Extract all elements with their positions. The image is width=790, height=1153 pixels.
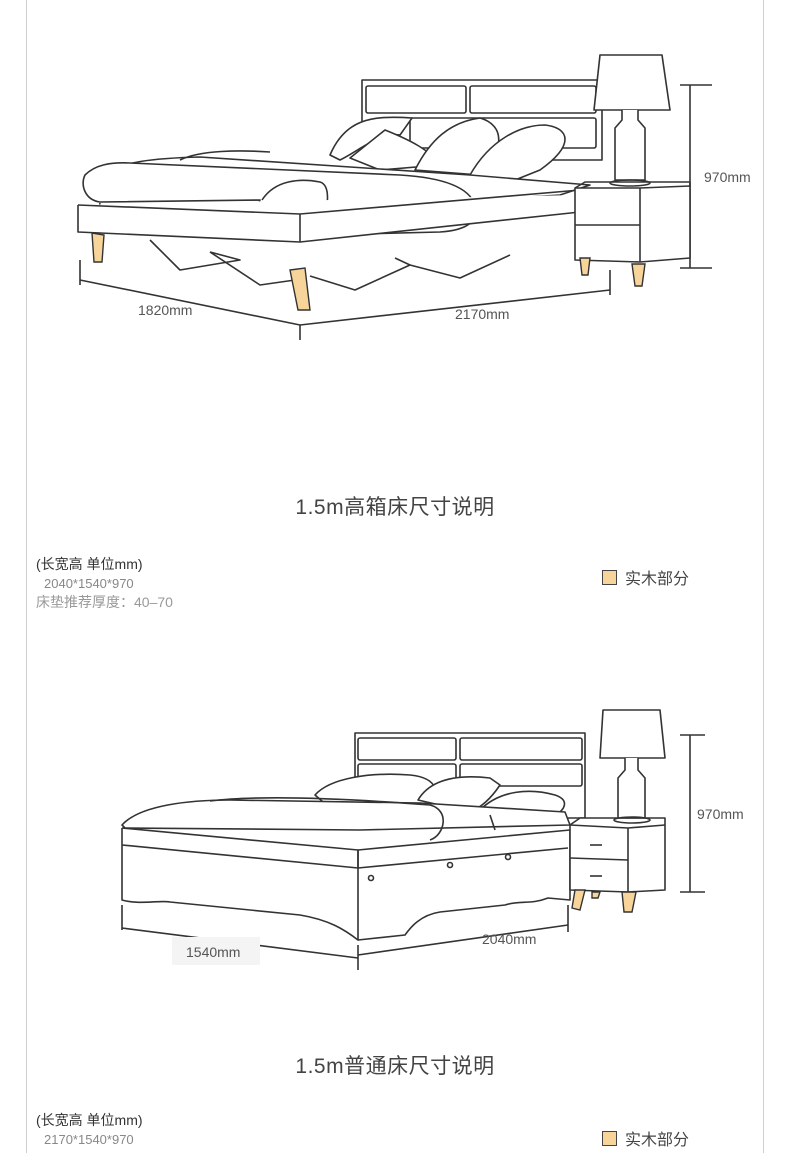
mattress-note-1: 床垫推荐厚度：40–70	[36, 594, 173, 610]
section-title-2: 1.5m普通床尺寸说明	[295, 1055, 495, 1078]
legend-label-2: 实木部分	[625, 1132, 690, 1149]
page-border-right	[763, 0, 764, 1153]
spec-block-1: (长宽高 单位mm) 2040*1540*970 床垫推荐厚度：40–70	[36, 555, 173, 612]
wood-swatch-2	[602, 1130, 617, 1146]
spec-values-2: 2170*1540*970	[44, 1132, 134, 1147]
legend-label-1: 实木部分	[625, 571, 690, 588]
legend-1: 实木部分	[602, 565, 689, 589]
nightstand-2	[569, 817, 666, 893]
lamp-1	[593, 54, 671, 187]
wood-swatch-1	[602, 569, 617, 585]
dim-height-2: 970mm	[697, 806, 744, 822]
spec-block-2: (长宽高 单位mm) 2170*1540*970	[36, 1111, 143, 1149]
bed-drawing-2: 970mm 1540mm 2040mm	[121, 709, 744, 970]
lamp-2	[599, 709, 666, 824]
box-base-2	[121, 828, 571, 941]
bed-drawing-1: 970mm 1820mm 2170mm	[77, 54, 751, 340]
dim-length-1: 2170mm	[455, 306, 509, 322]
nightstand-1	[574, 181, 691, 263]
pillow-1d	[469, 124, 566, 183]
dim-width-1: 1820mm	[138, 302, 192, 318]
wood-legs-2	[571, 889, 637, 913]
pillow-1a	[329, 116, 413, 161]
legend-2: 实木部分	[602, 1126, 689, 1150]
wood-legs-1	[91, 232, 646, 311]
mattress-2	[121, 799, 571, 831]
dim-height-1: 970mm	[704, 169, 751, 185]
spec-values-1: 2040*1540*970	[44, 576, 134, 591]
page-border-left	[26, 0, 27, 1153]
spec-header-1: (长宽高 单位mm)	[36, 556, 143, 572]
spec-header-2: (长宽高 单位mm)	[36, 1112, 143, 1128]
dim-width-2: 1540mm	[186, 944, 240, 960]
section-title-1: 1.5m高箱床尺寸说明	[295, 496, 495, 519]
dim-length-2: 2040mm	[482, 931, 536, 947]
dim-label-bg-2	[172, 937, 260, 965]
